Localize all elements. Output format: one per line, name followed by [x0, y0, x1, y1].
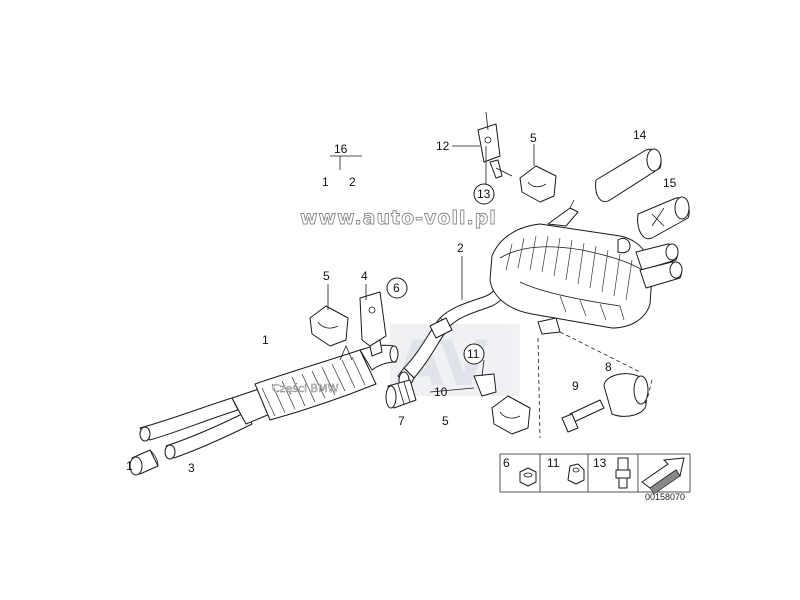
- stud-bolt-icon: [615, 457, 631, 489]
- label-2-group: 2: [349, 175, 356, 189]
- watermark-small: Części BMW: [272, 382, 339, 395]
- label-1: 1: [262, 333, 269, 347]
- callout-labels: 16 1 2 12 5 14 15 2 5 4 1 1 3 7 5 10 9 8…: [126, 128, 677, 475]
- label-14: 14: [633, 128, 647, 142]
- legend-label-13: 13: [593, 456, 607, 470]
- part-front-pipe: [139, 344, 399, 460]
- part-clamp-sleeve: [385, 379, 417, 409]
- label-12: 12: [436, 139, 450, 153]
- part-rubber-mount-front: [309, 305, 349, 347]
- label-15: 15: [663, 176, 677, 190]
- part-mount-bolt: [561, 373, 649, 433]
- part-bracket: [359, 291, 387, 357]
- label-9: 9: [572, 379, 579, 393]
- diagram-code: 00158070: [645, 492, 685, 502]
- label-1-left: 1: [126, 459, 133, 473]
- legend-label-11: 11: [547, 456, 560, 470]
- part-hanger: [477, 111, 513, 179]
- part-rubber-mount-top: [519, 165, 557, 203]
- part-small-bracket: [473, 359, 497, 397]
- label-16: 16: [334, 142, 348, 156]
- label-3: 3: [188, 461, 195, 475]
- label-11-circled: 11: [467, 347, 480, 361]
- label-5-front: 5: [323, 269, 330, 283]
- legend-label-6: 6: [503, 456, 510, 470]
- label-5-top: 5: [530, 131, 537, 145]
- label-8: 8: [605, 360, 612, 374]
- label-1-group: 1: [322, 175, 329, 189]
- label-10: 10: [434, 385, 448, 399]
- label-7: 7: [398, 414, 405, 428]
- part-tailpipe-tip-14: [595, 148, 662, 202]
- part-tailpipe-tip-15: [637, 196, 690, 240]
- part-rubber-mount-bottom: [491, 395, 531, 435]
- part-clamp-left: [129, 449, 159, 476]
- label-4: 4: [361, 269, 368, 283]
- flange-nut-icon: [567, 463, 585, 485]
- nut-icon: [519, 467, 537, 487]
- hardware-legend: 6 11 13 00158070: [499, 453, 691, 502]
- label-2: 2: [457, 241, 464, 255]
- watermark-url: www.auto-voll.pl: [300, 207, 497, 229]
- label-6-circled: 6: [393, 281, 400, 295]
- label-13-circled: 13: [477, 187, 491, 201]
- leader-lines: [327, 144, 653, 439]
- part-rear-muffler: [489, 199, 683, 335]
- arrow-icon: [641, 457, 685, 495]
- label-5-bottom: 5: [442, 414, 449, 428]
